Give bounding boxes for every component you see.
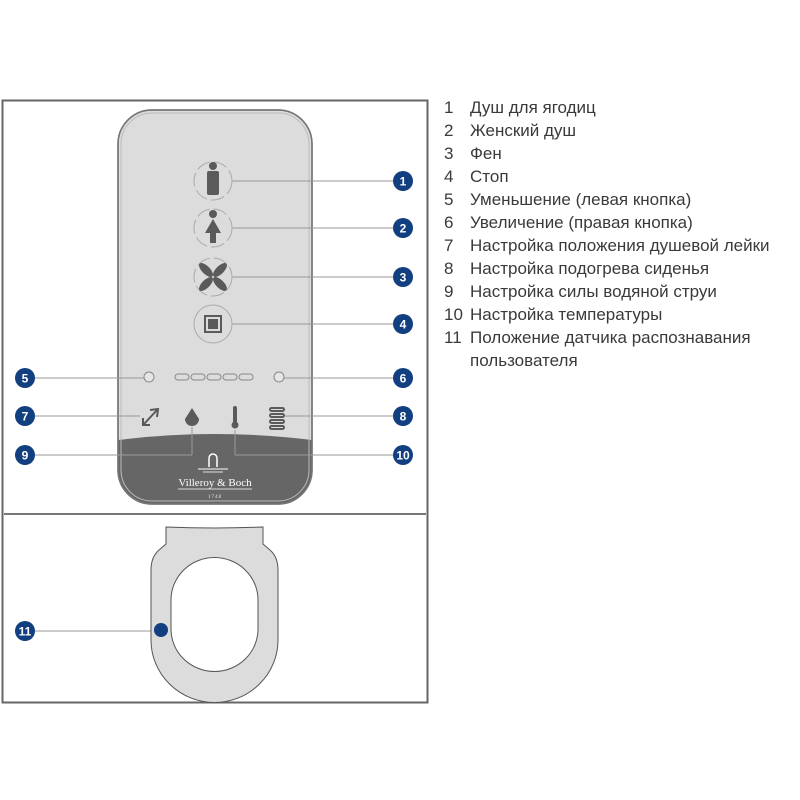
level-indicator [174, 373, 254, 381]
legend-text: Положение датчика распознавания пользова… [470, 328, 751, 370]
svg-text:3: 3 [400, 271, 407, 285]
brand-logo: Villeroy & Boch 1748 [178, 453, 252, 500]
svg-text:5: 5 [22, 372, 29, 386]
legend-item: 10 Настройка температуры [444, 303, 800, 326]
badge-10: 10 [393, 445, 413, 465]
legend-num: 6 [444, 213, 454, 232]
stop-icon [204, 315, 222, 333]
legend-text: Настройка положения душевой лейки [470, 236, 770, 255]
fan-icon [199, 263, 227, 291]
legend-item: 6 Увеличение (правая кнопка) [444, 211, 800, 234]
badge-11: 11 [15, 621, 35, 641]
badge-1: 1 [393, 171, 413, 191]
thermometer-icon[interactable] [231, 406, 239, 429]
svg-text:9: 9 [22, 449, 29, 463]
svg-text:6: 6 [400, 372, 407, 386]
legend-text: Настройка силы водяной струи [470, 282, 717, 301]
svg-text:1748: 1748 [208, 495, 222, 500]
badge-9: 9 [15, 445, 35, 465]
svg-text:10: 10 [396, 449, 410, 463]
legend-num: 8 [444, 259, 454, 278]
svg-text:8: 8 [400, 410, 407, 424]
legend-text: Увеличение (правая кнопка) [470, 213, 693, 232]
rear-wash-button[interactable] [193, 161, 233, 201]
nozzle-position-icon[interactable] [142, 407, 160, 426]
legend-item: 5 Уменьшение (левая кнопка) [444, 188, 800, 211]
woman-icon [209, 210, 217, 218]
toilet-seat [150, 526, 279, 703]
legend-text: Настройка температуры [470, 305, 663, 324]
legend-text: Душ для ягодиц [470, 98, 596, 117]
legend-item: 9 Настройка силы водяной струи [444, 280, 800, 303]
badge-4: 4 [393, 314, 413, 334]
seat-heating-icon[interactable] [269, 407, 285, 430]
dryer-button[interactable] [193, 257, 233, 297]
increase-button[interactable] [273, 371, 285, 383]
svg-text:11: 11 [19, 625, 32, 639]
legend-num: 3 [444, 144, 454, 163]
svg-text:1: 1 [400, 175, 407, 189]
legend-num: 10 [444, 305, 463, 324]
svg-text:Villeroy & Boch: Villeroy & Boch [178, 477, 252, 489]
legend-num: 5 [444, 190, 454, 209]
legend-item: 11 Положение датчика распознавания пользо… [444, 326, 800, 372]
badge-3: 3 [393, 267, 413, 287]
legend-num: 9 [444, 282, 454, 301]
legend-item: 8 Настройка подогрева сиденья [444, 257, 800, 280]
legend-text: Стоп [470, 167, 509, 186]
badge-6: 6 [393, 368, 413, 388]
legend-num: 4 [444, 167, 454, 186]
badge-8: 8 [393, 406, 413, 426]
legend-item: 3 Фен [444, 142, 800, 165]
svg-text:2: 2 [400, 222, 407, 236]
legend-item: 4 Стоп [444, 165, 800, 188]
legend-num: 2 [444, 121, 454, 140]
badge-5: 5 [15, 368, 35, 388]
legend-num: 11 [444, 328, 462, 347]
legend-item: 1 Душ для ягодиц [444, 96, 800, 119]
legend-num: 1 [444, 98, 454, 117]
legend-text: Уменьшение (левая кнопка) [470, 190, 692, 209]
legend-text: Женский душ [470, 121, 577, 140]
leader-lines [35, 180, 393, 632]
legend-num: 7 [444, 236, 454, 255]
person-icon [209, 162, 217, 170]
badge-7: 7 [15, 406, 35, 426]
badge-2: 2 [393, 218, 413, 238]
legend-text: Настройка подогрева сиденья [470, 259, 710, 278]
legend-item: 7 Настройка положения душевой лейки [444, 234, 800, 257]
svg-text:4: 4 [400, 318, 407, 332]
user-sensor [154, 623, 168, 637]
water-drop-icon[interactable] [185, 408, 199, 426]
stop-button[interactable] [193, 304, 233, 344]
legend-text: Фен [470, 144, 502, 163]
decrease-button[interactable] [143, 371, 155, 383]
svg-text:7: 7 [22, 410, 29, 424]
callout-badges: 1 2 3 4 5 6 7 8 9 10 11 [15, 171, 413, 641]
legend-item: 2 Женский душ [444, 119, 800, 142]
lady-wash-button[interactable] [193, 208, 233, 248]
